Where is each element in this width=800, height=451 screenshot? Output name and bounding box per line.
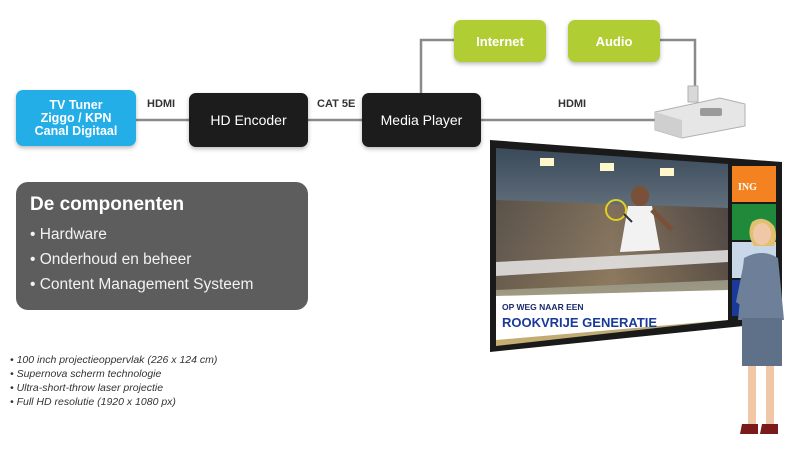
internet-node: Internet bbox=[454, 20, 546, 62]
media-player-node: Media Player bbox=[362, 93, 481, 147]
edge-label-cat5e: CAT 5E bbox=[317, 98, 356, 110]
component-item-maintenance: • Onderhoud en beheer bbox=[30, 251, 192, 268]
hd-encoder-node: HD Encoder bbox=[189, 93, 308, 147]
tuner-line-1: TV Tuner bbox=[49, 97, 103, 112]
banner-line-1: OP WEG NAAR EEN bbox=[502, 302, 584, 312]
edge-label-hdmi-2: HDMI bbox=[558, 98, 587, 110]
connector-player-internet bbox=[419, 38, 454, 93]
component-item-hardware: • Hardware bbox=[30, 226, 107, 243]
media-player-label: Media Player bbox=[380, 112, 463, 128]
banner-area bbox=[496, 290, 728, 340]
spec-item: • Supernova scherm technologie bbox=[10, 368, 162, 380]
components-panel: De componenten • Hardware • Onderhoud en… bbox=[16, 182, 308, 310]
ad-logo-text: ING bbox=[738, 182, 757, 193]
banner-line-2: ROOKVRIJE GENERATIE bbox=[502, 315, 657, 330]
panel-title: De componenten bbox=[30, 194, 185, 215]
audio-node: Audio bbox=[568, 20, 660, 62]
spec-item: • Ultra-short-throw laser projectie bbox=[10, 382, 164, 394]
tv-tuner-node: TV Tuner Ziggo / KPN Canal Digitaal bbox=[16, 90, 136, 146]
edge-label-hdmi-1: HDMI bbox=[147, 98, 176, 110]
specs-list: • 100 inch projectieoppervlak (226 x 124… bbox=[10, 353, 217, 409]
tuner-line-3: Canal Digitaal bbox=[34, 123, 118, 138]
spec-item: • Full HD resolutie (1920 x 1080 px) bbox=[10, 396, 176, 408]
internet-label: Internet bbox=[476, 33, 524, 49]
tuner-line-2: Ziggo / KPN bbox=[40, 110, 112, 125]
audio-label: Audio bbox=[595, 33, 633, 49]
connector-audio-projector bbox=[660, 38, 697, 100]
spec-item: • 100 inch projectieoppervlak (226 x 124… bbox=[10, 354, 218, 366]
component-item-cms: • Content Management Systeem bbox=[30, 276, 254, 293]
presenter-figure bbox=[736, 218, 784, 434]
components-list: • Hardware • Onderhoud en beheer • Conte… bbox=[30, 222, 294, 297]
hd-encoder-label: HD Encoder bbox=[210, 112, 287, 128]
tennis-player-figure bbox=[605, 186, 674, 252]
projector-icon bbox=[654, 85, 746, 139]
